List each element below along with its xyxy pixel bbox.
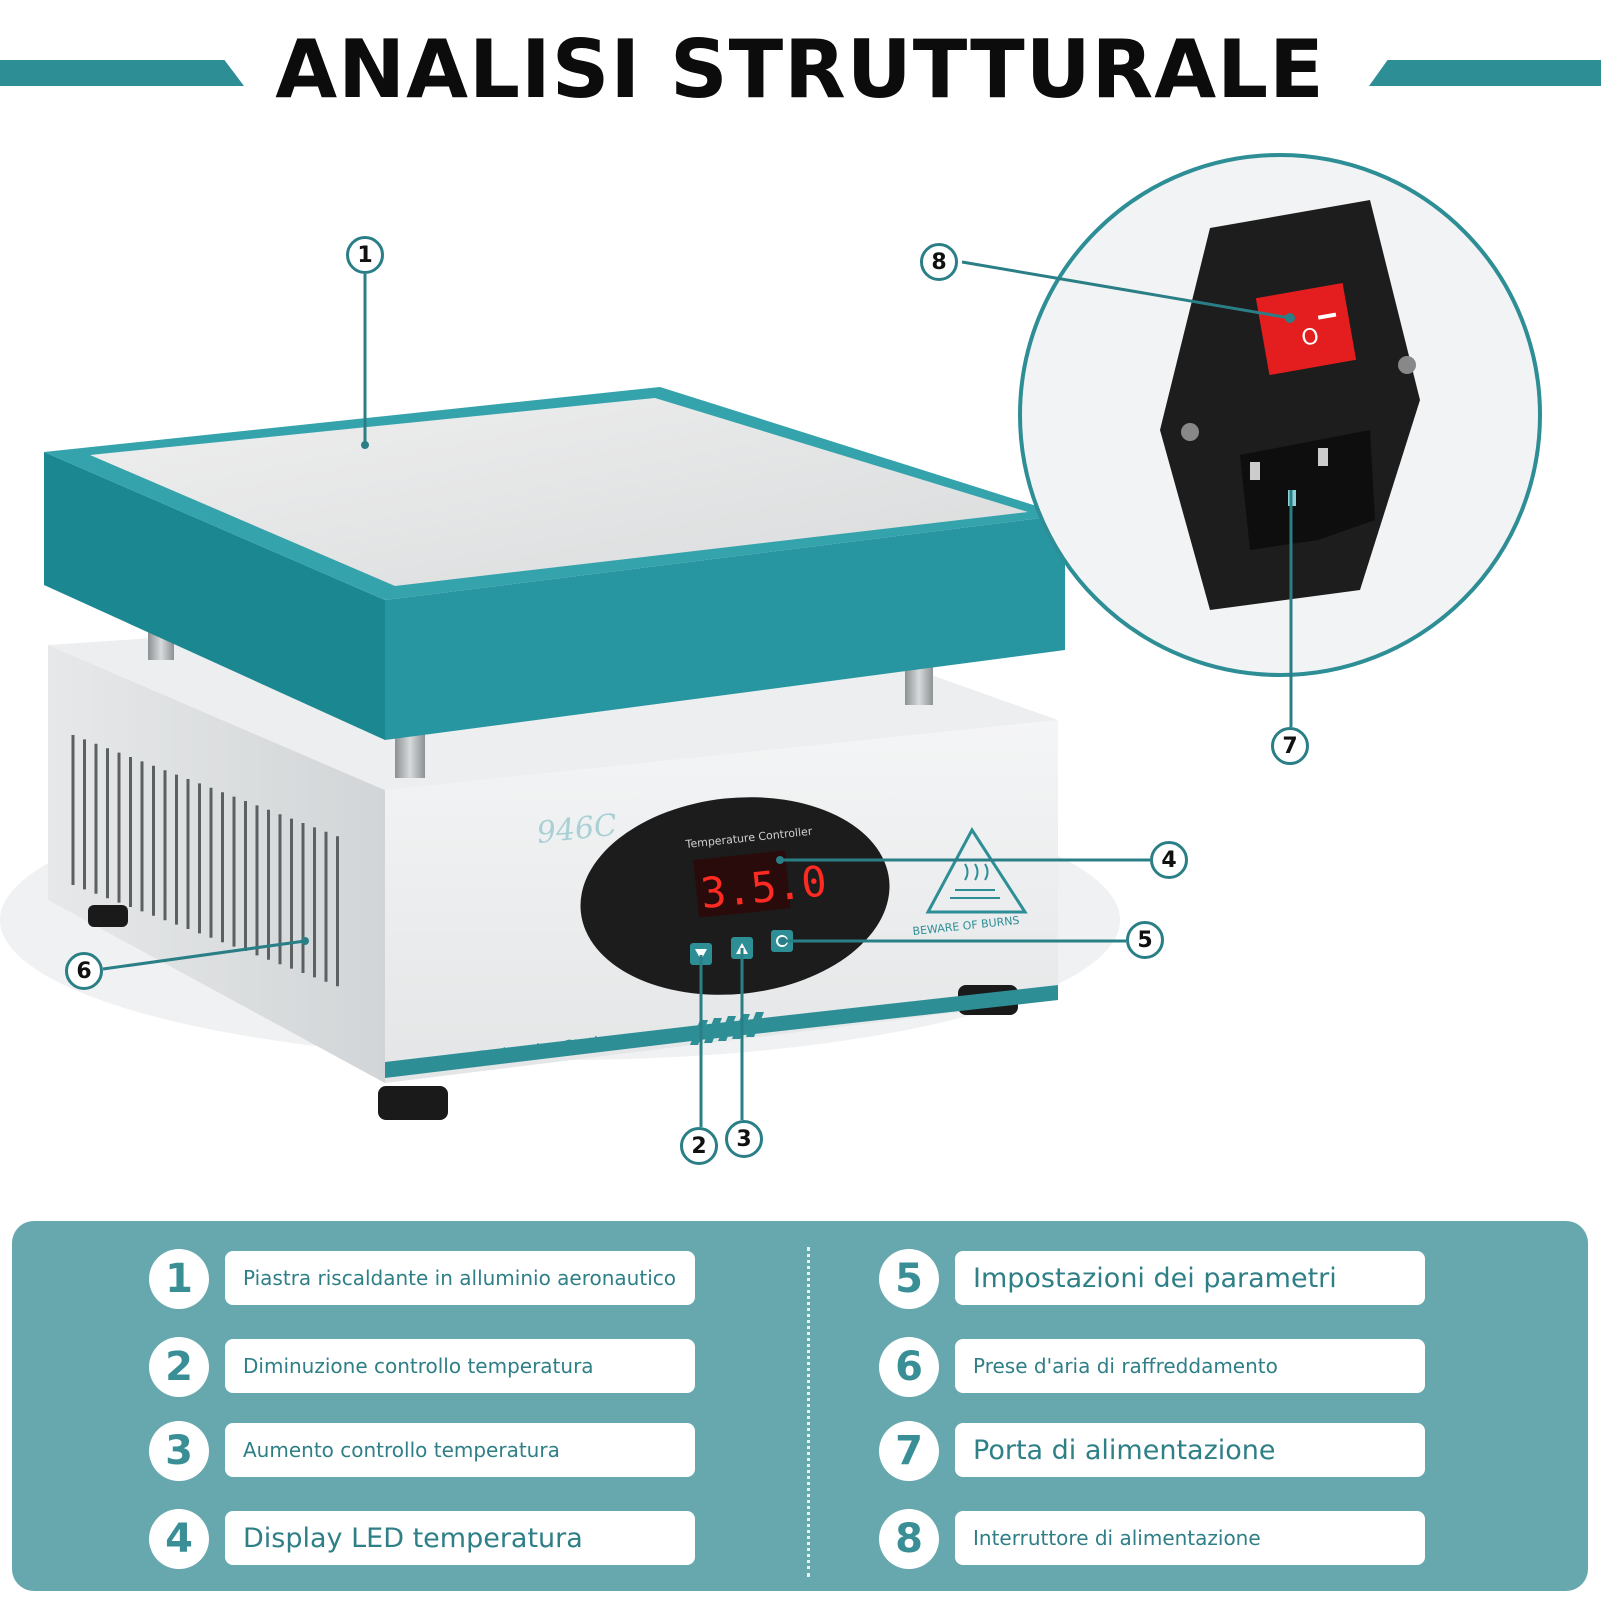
legend-number: 5 [879, 1249, 939, 1309]
plate-side [44, 452, 385, 740]
legend-label: Piastra riscaldante in alluminio aeronau… [225, 1251, 695, 1305]
cooling-vents [71, 735, 339, 987]
legend-number: 3 [149, 1421, 209, 1481]
legend-label: Impostazioni dei parametri [955, 1251, 1425, 1305]
callout-3: 3 [725, 1120, 763, 1158]
title-accent-left [0, 60, 244, 86]
legend-label: Prese d'aria di raffreddamento [955, 1339, 1425, 1393]
callout-5: 5 [1126, 921, 1164, 959]
legend-number: 8 [879, 1509, 939, 1569]
legend-label: Display LED temperatura [225, 1511, 695, 1565]
callout-6: 6 [65, 952, 103, 990]
legend-label: Diminuzione controllo temperatura [225, 1339, 695, 1393]
burn-warning-icon [925, 827, 1028, 914]
legend-panel: 1 Piastra riscaldante in alluminio aeron… [12, 1221, 1588, 1591]
legend-number: 6 [879, 1337, 939, 1397]
base-side [48, 645, 385, 1083]
legend-number: 2 [149, 1337, 209, 1397]
power-socket-icon [1240, 430, 1375, 550]
legend-label: Aumento controllo temperatura [225, 1423, 695, 1477]
model-label: 946C [535, 808, 618, 851]
legend-number: 7 [879, 1421, 939, 1481]
page-title: ANALISI STRUTTURALE [275, 23, 1325, 116]
legend-divider [807, 1247, 810, 1577]
heating-plate-surface [90, 398, 1028, 586]
legend-number: 4 [149, 1509, 209, 1569]
svg-text:O: O [1300, 324, 1321, 352]
legend-label: Porta di alimentazione [955, 1423, 1425, 1477]
callout-1: 1 [346, 236, 384, 274]
title-accent-right [1369, 60, 1601, 86]
teal-stripe [385, 1025, 700, 1078]
legend-label: Interruttore di alimentazione [955, 1511, 1425, 1565]
callout-2: 2 [680, 1127, 718, 1165]
led-display [693, 850, 791, 918]
legend-number: 1 [149, 1249, 209, 1309]
callout-4: 4 [1150, 841, 1188, 879]
callout-8: 8 [920, 243, 958, 281]
plate-front [385, 515, 1065, 740]
foot-left [88, 905, 128, 927]
power-switch-icon [1255, 282, 1357, 376]
callout-7: 7 [1271, 727, 1309, 765]
foot-front [378, 1086, 448, 1120]
product-illustration: Preheating Station 946C Temperature Cont… [0, 153, 1542, 1127]
